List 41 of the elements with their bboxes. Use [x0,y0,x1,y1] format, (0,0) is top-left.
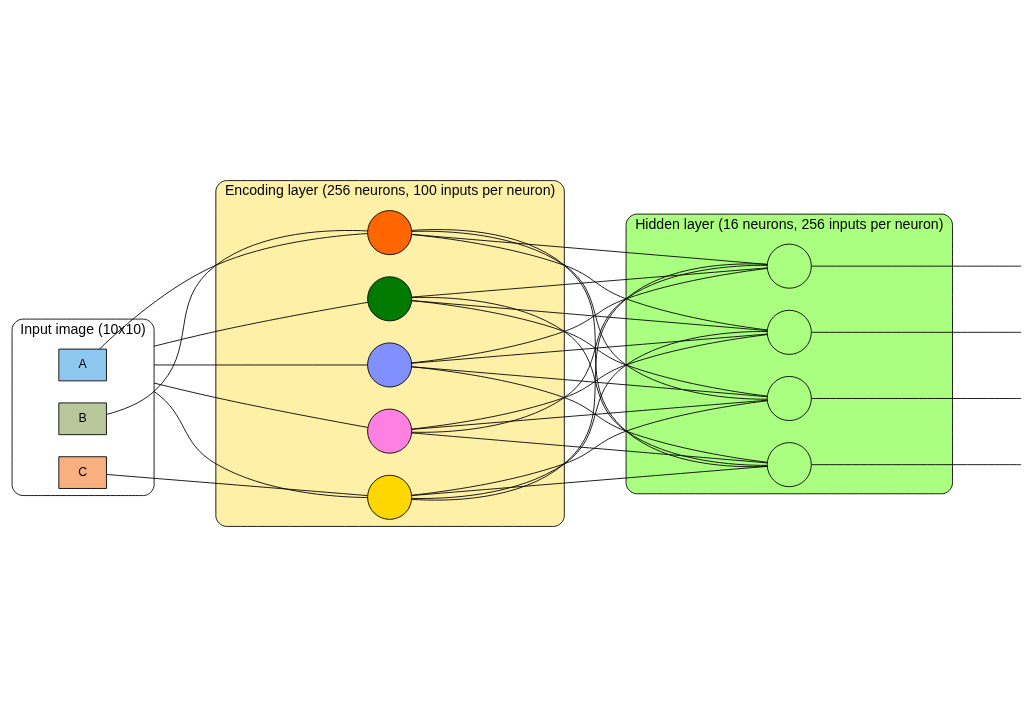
connector [153,364,368,366]
connector [411,366,768,463]
connector [153,301,369,347]
connector [411,229,768,468]
connector [411,268,768,364]
connector [153,382,369,428]
node-circle [367,474,413,520]
node-circle [367,342,413,388]
node-circle [766,376,812,421]
connector [811,398,1022,399]
connector [811,265,1022,267]
connector [411,465,768,496]
node-box: C [58,456,107,489]
cluster: Hidden layer (16 neurons, 256 inputs per neuron) [625,213,953,495]
connector [99,233,368,350]
connector [411,331,768,499]
node-box: B [58,402,107,436]
connector [411,264,768,433]
connector [411,263,768,501]
connector [811,464,1022,466]
node-circle [367,276,413,322]
connector [411,300,768,397]
node-circle [367,210,413,256]
connector [411,267,768,298]
node-box: A [58,348,107,382]
connector [411,234,768,331]
node-circle [766,309,812,355]
node-circle [766,442,812,488]
connector [106,230,368,415]
connector [106,474,369,497]
connector [411,333,768,364]
node-circle [367,408,413,454]
connector [411,432,768,464]
connector [411,296,768,466]
connector [811,331,1022,333]
connector [411,230,768,400]
connector [411,400,768,496]
cluster: Encoding layer (256 neurons, 100 inputs per neuron) [215,180,565,527]
node-circle [766,243,812,289]
connector [411,334,768,430]
connector [153,391,368,498]
